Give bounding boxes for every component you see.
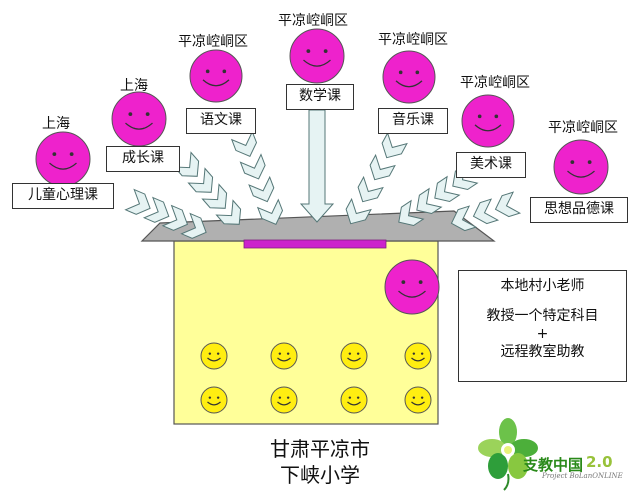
location-label-7: 平凉崆峒区 [548, 120, 618, 136]
course-box-6: 美术课 [456, 152, 526, 178]
arrow-chevron-c-3 [248, 175, 275, 203]
arrow-chevron-f-1 [494, 191, 522, 218]
arrow-chevron-d-1 [381, 131, 408, 159]
student-face-icon-4 [404, 342, 432, 370]
student-face-icon-1 [200, 342, 228, 370]
location-label-5: 平凉崆峒区 [378, 32, 448, 48]
arrow-chevron-a-4 [180, 212, 207, 239]
student-face-icon-2 [270, 342, 298, 370]
location-label-4: 平凉崆峒区 [278, 13, 348, 29]
info-line-4: 远程教室助教 [500, 344, 585, 360]
school-line-2: 下峡小学 [280, 463, 360, 487]
course-box-7: 思想品德课 [530, 197, 628, 223]
arrow-chevron-b-2 [187, 167, 214, 193]
info-line-2: 教授一个特定科目 [486, 308, 599, 324]
arrow-chevron-a-2 [142, 196, 170, 223]
arrow-chevron-f-3 [450, 205, 478, 232]
arrow-chevron-c-1 [230, 130, 258, 157]
teacher-face-icon-3 [189, 49, 243, 103]
student-face-icon-5 [200, 386, 228, 414]
logo-text: 支教中国 [523, 456, 584, 474]
location-label-3: 平凉崆峒区 [178, 34, 248, 50]
arrow-chevron-b-1 [173, 151, 200, 177]
arrow-chevron-b-3 [201, 183, 228, 209]
arrow-chevron-c-2 [239, 153, 266, 180]
teacher-face-icon-1 [35, 131, 91, 187]
info-box: 本地村小老师 教授一个特定科目 + 远程教室助教 [458, 270, 627, 382]
remote-screen [243, 239, 387, 249]
school-line-1: 甘肃平凉市 [270, 437, 370, 461]
arrow-chevron-e-2 [434, 175, 461, 203]
location-label-1: 上海 [42, 116, 70, 132]
student-face-icon-8 [404, 386, 432, 414]
course-box-5: 音乐课 [378, 108, 448, 134]
local-teacher-face-icon [384, 259, 440, 315]
teacher-face-icon-6 [461, 94, 515, 148]
course-box-3: 语文课 [186, 108, 256, 134]
student-face-icon-6 [270, 386, 298, 414]
teacher-face-icon-5 [382, 50, 436, 104]
logo-number: 2.0 [586, 453, 613, 471]
teacher-face-icon-4 [289, 28, 345, 84]
arrow-chevron-d-4 [345, 197, 372, 225]
logo-flower-icon [478, 418, 538, 491]
logo-subtitle: Project BoLanONLINE [542, 472, 623, 480]
arrow-chevron-f-2 [472, 198, 500, 225]
arrow-chevron-a-3 [161, 204, 189, 231]
info-line-1: 本地村小老师 [500, 278, 585, 294]
course-box-2: 成长课 [106, 146, 180, 172]
school-name: 甘肃平凉市 下峡小学 [250, 436, 390, 488]
arrow-chevron-c-4 [256, 198, 284, 225]
student-face-icon-3 [340, 342, 368, 370]
location-label-2: 上海 [120, 78, 148, 94]
info-line-3: + [536, 326, 549, 342]
arrow-chevron-d-2 [369, 153, 396, 181]
location-label-6: 平凉崆峒区 [460, 75, 530, 91]
arrow-chevron-a-1 [124, 188, 151, 215]
teacher-face-icon-2 [111, 91, 167, 147]
arrow-chevron-e-4 [398, 199, 425, 227]
arrow-chevron-d-3 [357, 175, 384, 203]
arrow-chevron-b-4 [215, 199, 242, 225]
course-box-4: 数学课 [286, 84, 354, 110]
arrow-down-icon [299, 109, 335, 223]
teacher-face-icon-7 [553, 139, 609, 195]
course-box-1: 儿童心理课 [12, 183, 114, 209]
arrow-chevron-e-3 [416, 187, 443, 215]
face-group [35, 28, 609, 414]
student-face-icon-7 [340, 386, 368, 414]
